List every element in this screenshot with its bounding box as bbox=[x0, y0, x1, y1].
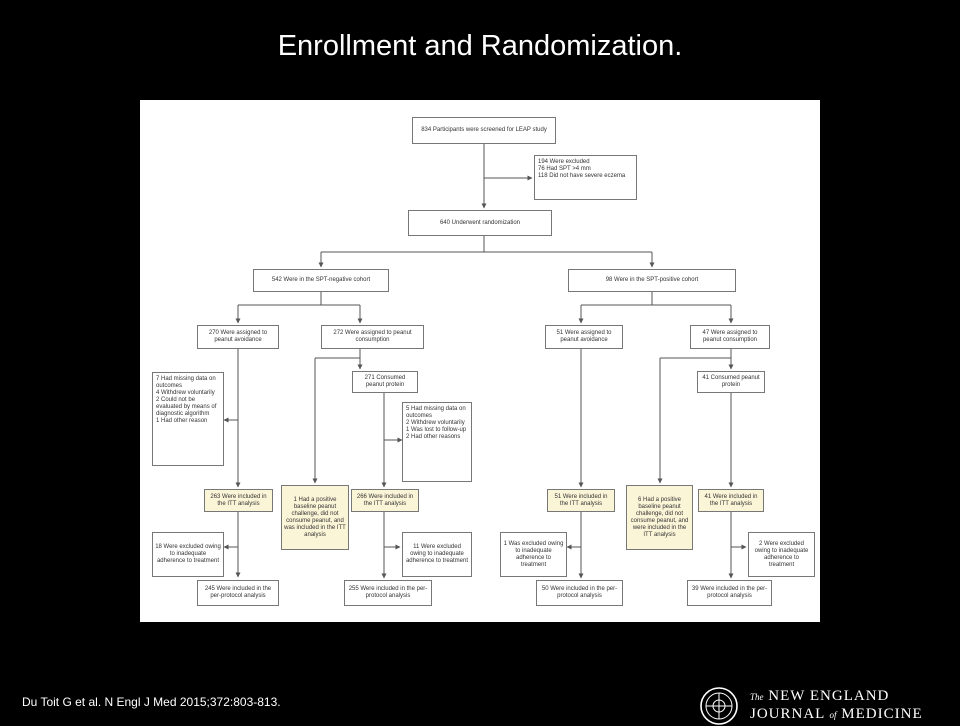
journal-logo-prefix: The bbox=[750, 692, 764, 702]
neg-consumed-protein-box: 271 Consumed peanut protein bbox=[352, 371, 418, 393]
neg-consumption-itt-box: 266 Were included in the ITT analysis bbox=[351, 489, 419, 512]
pos-consumption-box: 47 Were assigned to peanut consumption bbox=[690, 325, 770, 349]
journal-logo-line-2: JOURNAL of MEDICINE bbox=[750, 706, 923, 724]
spt-positive-cohort-box: 98 Were in the SPT-positive cohort bbox=[568, 269, 736, 292]
pos-consumption-per-protocol-box: 39 Were included in the per-protocol ana… bbox=[687, 580, 772, 606]
slide-title: Enrollment and Randomization. bbox=[277, 30, 683, 62]
journal-logo-journal: JOURNAL bbox=[750, 706, 825, 722]
neg-consumption-per-protocol-box: 255 Were included in the per-protocol an… bbox=[344, 580, 432, 606]
citation-text: Du Toit G et al. N Engl J Med 2015;372:8… bbox=[22, 695, 281, 709]
journal-logo-line-1: The NEW ENGLAND bbox=[750, 688, 923, 706]
journal-logo-medicine: MEDICINE bbox=[841, 706, 923, 722]
spt-negative-cohort-box: 542 Were in the SPT-negative cohort bbox=[253, 269, 389, 292]
pos-consumption-excluded-box: 2 Were excluded owing to inadequate adhe… bbox=[748, 532, 815, 577]
excluded-box: 194 Were excluded 76 Had SPT >4 mm 118 D… bbox=[534, 155, 637, 200]
neg-positive-challenge-box: 1 Had a positive baseline peanut challen… bbox=[281, 485, 349, 550]
connector-lines bbox=[223, 144, 747, 579]
journal-logo-of: of bbox=[829, 710, 837, 720]
neg-avoidance-excluded-box: 18 Were excluded owing to inadequate adh… bbox=[152, 532, 224, 577]
journal-logo: The NEW ENGLAND JOURNAL of MEDICINE bbox=[750, 688, 923, 724]
neg-consumption-box: 272 Were assigned to peanut consumption bbox=[321, 325, 424, 349]
neg-consumption-missing-box: 5 Had missing data on outcomes 2 Withdre… bbox=[402, 402, 472, 482]
neg-avoidance-per-protocol-box: 245 Were included in the per-protocol an… bbox=[197, 580, 279, 606]
pos-avoidance-itt-box: 51 Were included in the ITT analysis bbox=[547, 489, 615, 512]
flowchart-figure: 834 Participants were screened for LEAP … bbox=[140, 100, 820, 622]
pos-positive-challenge-box: 6 Had a positive baseline peanut challen… bbox=[626, 485, 693, 550]
journal-logo-top: NEW ENGLAND bbox=[768, 688, 890, 704]
pos-consumption-itt-box: 41 Were included in the ITT analysis bbox=[698, 489, 764, 512]
neg-consumption-excluded-box: 11 Were excluded owing to inadequate adh… bbox=[402, 532, 472, 577]
neg-avoidance-itt-box: 263 Were included in the ITT analysis bbox=[204, 489, 273, 512]
randomized-box: 640 Underwent randomization bbox=[408, 210, 552, 236]
pos-avoidance-per-protocol-box: 50 Were included in the per-protocol ana… bbox=[536, 580, 623, 606]
neg-avoidance-missing-box: 7 Had missing data on outcomes 4 Withdre… bbox=[152, 372, 224, 466]
pos-consumed-protein-box: 41 Consumed peanut protein bbox=[697, 371, 765, 393]
journal-seal-icon bbox=[700, 687, 738, 725]
pos-avoidance-box: 51 Were assigned to peanut avoidance bbox=[545, 325, 623, 349]
neg-avoidance-box: 270 Were assigned to peanut avoidance bbox=[197, 325, 279, 349]
screened-box: 834 Participants were screened for LEAP … bbox=[412, 117, 556, 144]
pos-avoidance-excluded-box: 1 Was excluded owing to inadequate adher… bbox=[500, 532, 567, 577]
